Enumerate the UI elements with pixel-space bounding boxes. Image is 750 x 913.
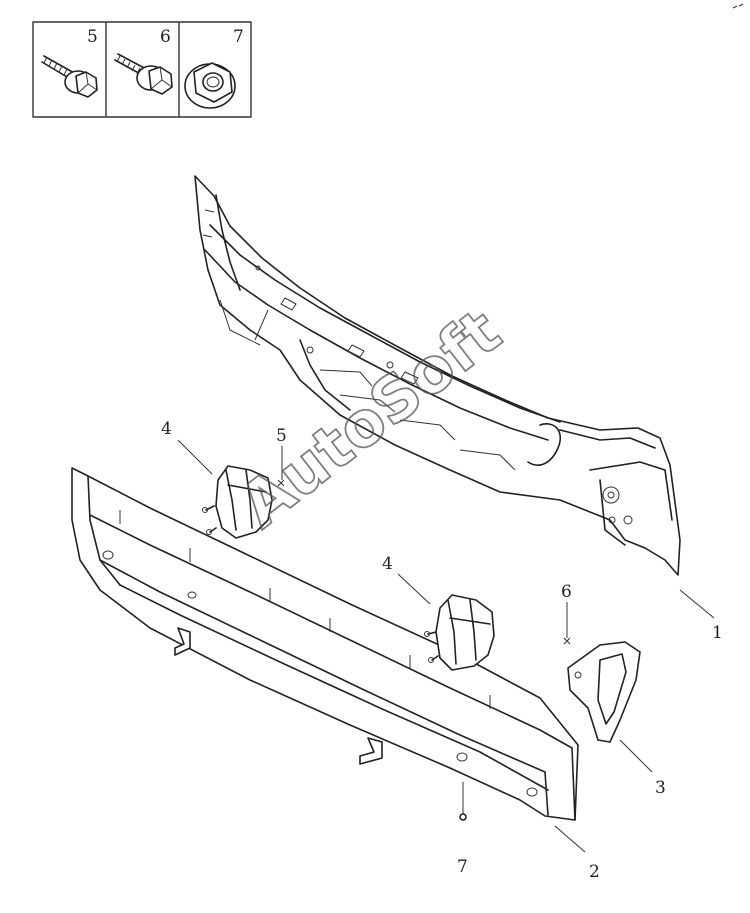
bumper-mount-part-4-upper (202, 465, 273, 539)
legend-number-6: 6 (160, 27, 171, 47)
hex-flange-bolt-icon (41, 55, 98, 98)
callout-2: 2 (589, 862, 600, 882)
fastener-marker-6 (563, 637, 571, 645)
bumper-beam-part-2 (71, 467, 579, 821)
legend-number-7: 7 (233, 27, 244, 47)
callout-3: 3 (655, 778, 666, 798)
callout-4-lower: 4 (382, 554, 393, 574)
fastener-marker-7 (459, 813, 467, 821)
hex-flange-bolt-icon (114, 53, 173, 95)
fastener-marker-5 (277, 479, 285, 487)
leader-lines (177, 439, 715, 853)
side-bracket-part-3 (567, 641, 641, 743)
upper-reinforcement-part-1 (194, 175, 681, 576)
callout-5: 5 (276, 426, 287, 446)
callout-1: 1 (712, 623, 723, 643)
fastener-legend: 5 6 7 (32, 21, 252, 118)
corner-mark (732, 3, 744, 9)
callout-7: 7 (457, 857, 468, 877)
legend-number-5: 5 (87, 27, 98, 47)
hex-flange-nut-icon (184, 62, 236, 109)
bumper-mount-part-4-lower (424, 594, 495, 671)
callout-4-upper: 4 (161, 419, 172, 439)
callout-numbers: 1 2 3 4 4 5 6 7 (161, 419, 723, 882)
callout-6: 6 (561, 582, 572, 602)
